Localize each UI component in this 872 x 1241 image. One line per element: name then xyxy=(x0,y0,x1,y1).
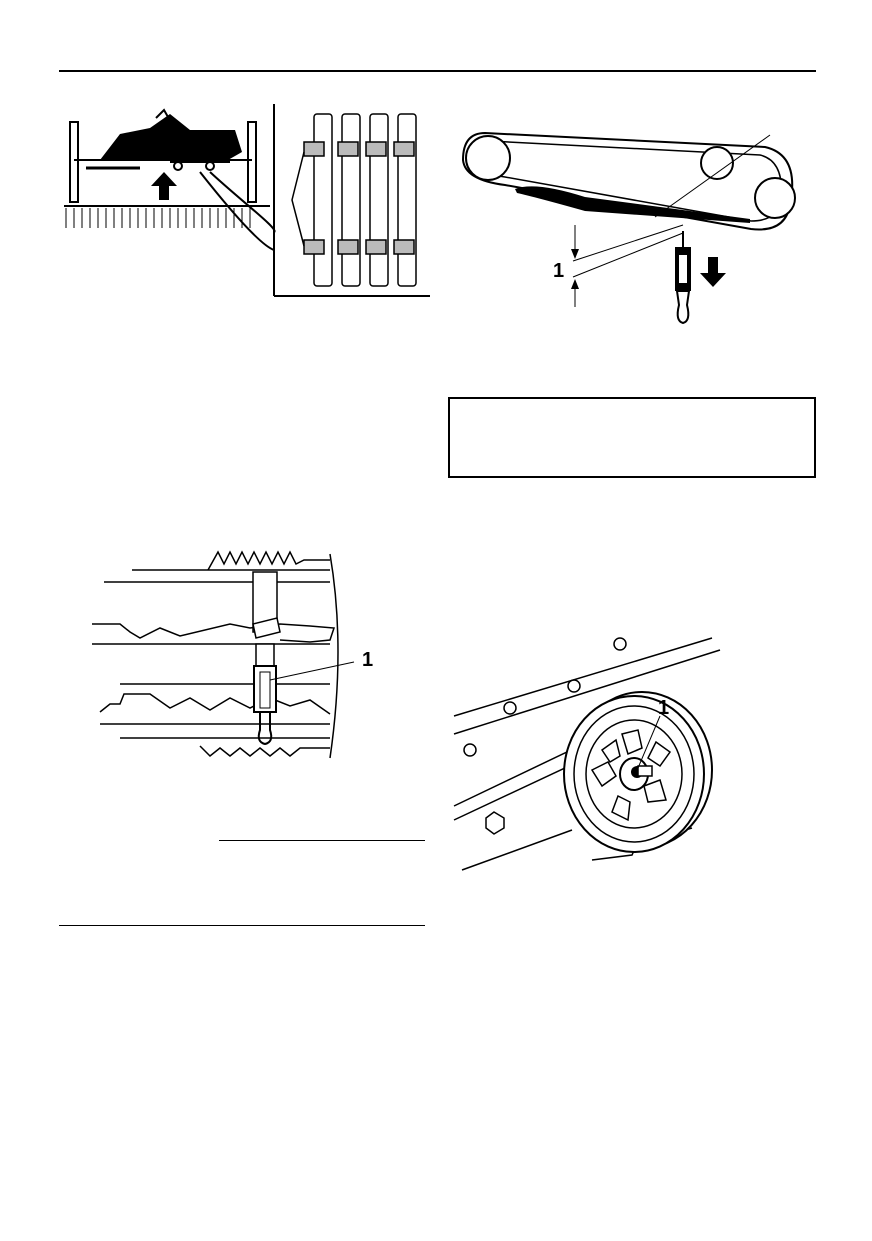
slide-wheel-callout: 1 xyxy=(658,697,669,719)
section-rule-short xyxy=(219,840,425,841)
snowmobile-stand-illustration xyxy=(64,104,430,297)
spring-gauge-illustration: 1 xyxy=(92,550,373,759)
note-box xyxy=(448,397,816,478)
spring-gauge-callout: 1 xyxy=(362,649,373,671)
track-tension-diagram: 1 xyxy=(461,131,796,325)
slide-rail-wheel-illustration: 1 xyxy=(453,637,721,871)
header-rule xyxy=(59,70,816,72)
tension-measure-callout: 1 xyxy=(553,260,564,282)
section-rule-left xyxy=(59,925,425,926)
